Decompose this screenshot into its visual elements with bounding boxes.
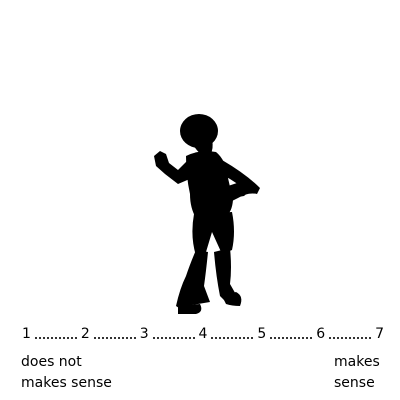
scale-right-anchor-label: makes sense [334, 352, 380, 394]
rating-scale: 1 2 3 4 5 6 7 [22, 324, 384, 344]
scale-left-anchor-line-2: makes sense [21, 375, 112, 391]
scale-point-7[interactable]: 7 [375, 326, 384, 342]
scale-left-anchor-label: does not makes sense [21, 352, 112, 394]
scale-right-anchor-line-1: makes [334, 354, 380, 370]
scale-dots [151, 337, 196, 339]
scale-dots [328, 337, 373, 339]
scale-point-3[interactable]: 3 [139, 326, 149, 342]
scale-dots [269, 337, 314, 339]
scale-dots [33, 337, 78, 339]
scale-point-1[interactable]: 1 [22, 326, 31, 342]
scale-right-anchor-line-2: sense [334, 375, 375, 391]
scale-left-anchor-line-1: does not [21, 354, 82, 370]
scale-point-4[interactable]: 4 [198, 326, 208, 342]
scale-point-5[interactable]: 5 [257, 326, 267, 342]
scale-point-6[interactable]: 6 [316, 326, 326, 342]
scale-dots [210, 337, 255, 339]
scale-point-2[interactable]: 2 [80, 326, 90, 342]
scale-dots [92, 337, 137, 339]
